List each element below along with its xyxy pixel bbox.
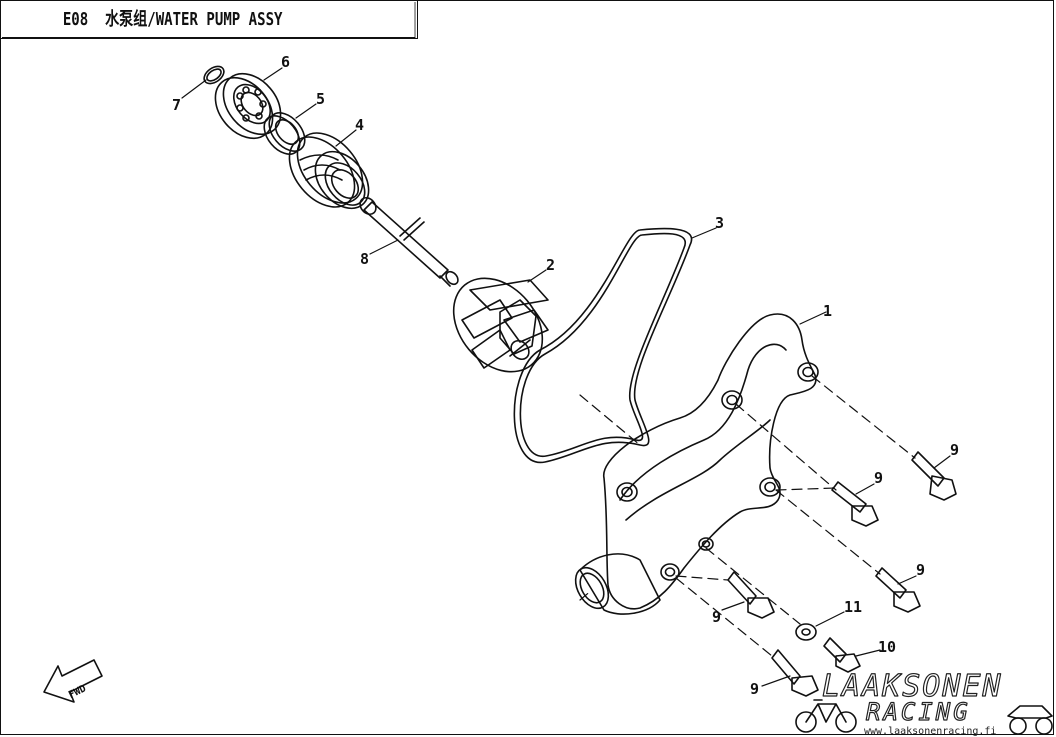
callout-5: 5 xyxy=(316,90,325,108)
part-bolt-2 xyxy=(831,481,879,527)
fwd-label: FWD xyxy=(67,683,88,701)
callout-10: 10 xyxy=(878,638,896,656)
fwd-arrow-icon: FWD xyxy=(43,659,103,703)
part-bolt-1 xyxy=(911,451,957,501)
watermark-url: www.laaksonenracing.fi xyxy=(864,726,996,737)
callout-labels: 1 2 3 4 5 6 7 8 9 9 9 9 9 10 11 xyxy=(172,53,959,698)
part-pump-shaft xyxy=(359,196,459,287)
atv-icon xyxy=(1007,705,1053,735)
part-o-ring xyxy=(513,227,693,463)
part-circlip xyxy=(203,65,225,85)
diagram-title: E08 水泵组/WATER PUMP ASSY xyxy=(2,2,416,38)
callout-9-e: 9 xyxy=(750,680,759,698)
part-bolt-4 xyxy=(727,571,775,619)
callout-7: 7 xyxy=(172,96,181,114)
callout-9-a: 9 xyxy=(950,441,959,459)
part-oil-seal xyxy=(263,112,306,155)
callout-9-d: 9 xyxy=(712,608,721,626)
part-mechanical-seal xyxy=(288,132,370,210)
diagram-title-text: 水泵组/WATER PUMP ASSY xyxy=(105,9,283,30)
watermark-line2: RACING xyxy=(866,698,971,726)
callout-9-c: 9 xyxy=(916,561,925,579)
title-frame xyxy=(0,0,418,39)
callout-1: 1 xyxy=(823,302,832,320)
assembly-lines xyxy=(579,375,916,657)
callout-11: 11 xyxy=(844,598,862,616)
part-pump-cover xyxy=(574,313,819,615)
part-bolt-5 xyxy=(771,649,819,697)
callout-6: 6 xyxy=(281,53,290,71)
diagram-code: E08 xyxy=(62,9,89,30)
part-drain-bolt xyxy=(823,637,861,673)
callout-9-b: 9 xyxy=(874,469,883,487)
bicycle-icon xyxy=(795,699,857,733)
watermark-line1: LAAKSONEN xyxy=(822,669,1003,704)
part-washer xyxy=(795,623,817,641)
callout-3: 3 xyxy=(715,214,724,232)
leader-lines xyxy=(181,67,951,687)
callout-4: 4 xyxy=(355,116,364,134)
watermark-logo: LAAKSONEN RACING www.laaksonenracing.fi xyxy=(795,668,1053,737)
part-impeller xyxy=(452,277,549,373)
part-bolt-3 xyxy=(875,567,921,613)
callout-2: 2 xyxy=(546,256,555,274)
callout-8: 8 xyxy=(360,250,369,268)
